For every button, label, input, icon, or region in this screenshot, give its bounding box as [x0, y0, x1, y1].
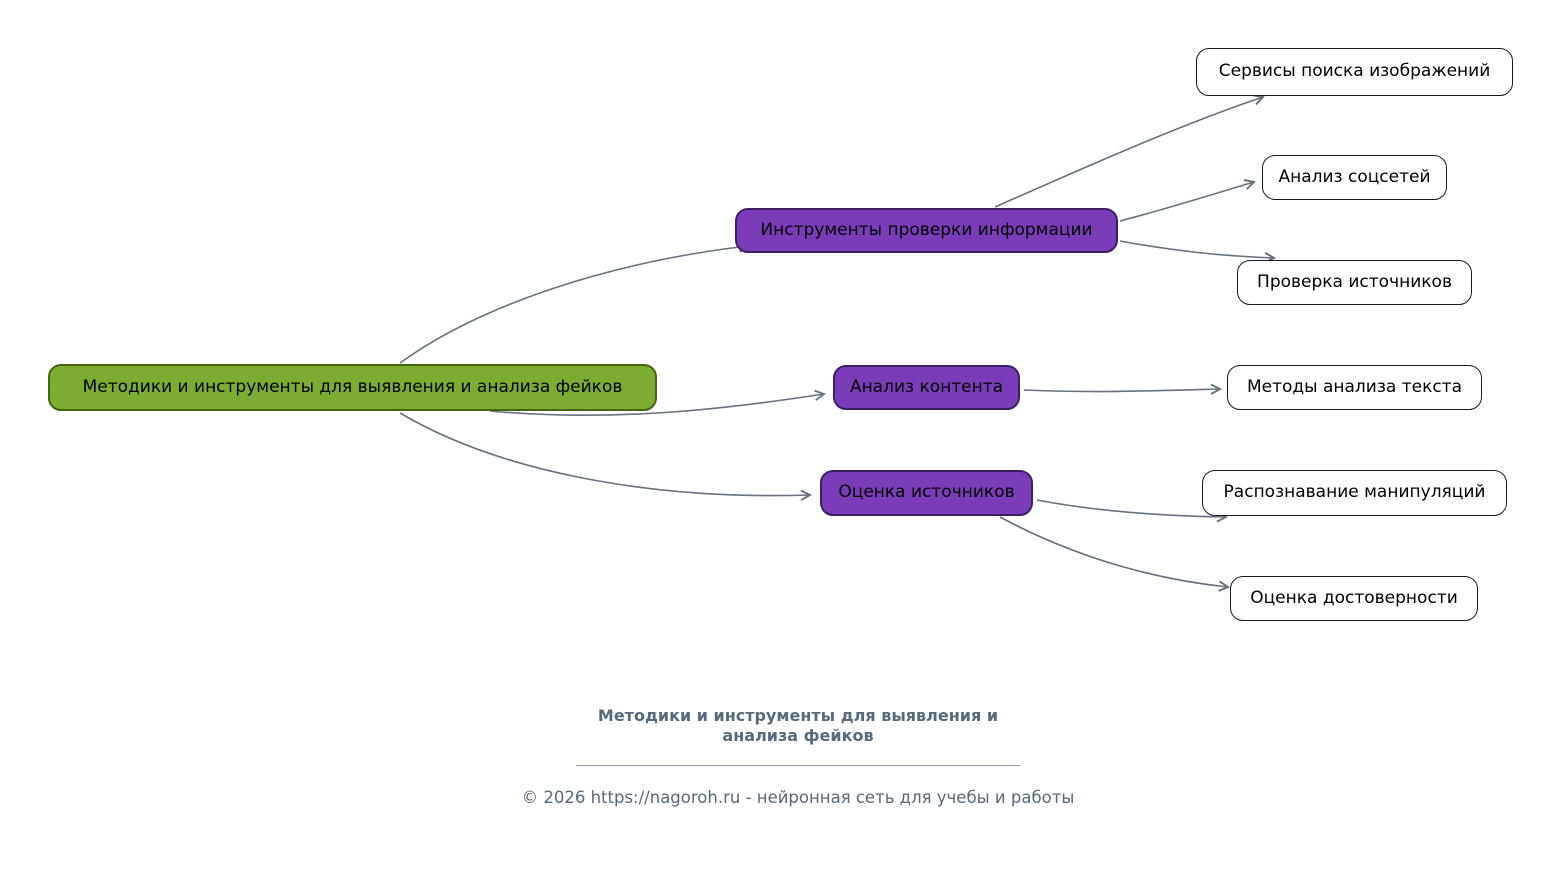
edge-root-to-tools [399, 246, 748, 364]
node-branch-tools: Инструменты проверки информации [735, 208, 1118, 253]
footer: Методики и инструменты для выявления и а… [418, 706, 1178, 807]
footer-divider [576, 765, 1020, 767]
node-leaf-social-analysis: Анализ соцсетей [1262, 155, 1447, 200]
edge-tools-to-image-search [994, 97, 1263, 208]
footer-title-line1: Методики и инструменты для выявления и [597, 706, 999, 725]
edge-tools-to-social [1119, 182, 1254, 222]
edge-tools-to-source-check [1119, 240, 1274, 258]
edge-sources-to-credibility [999, 516, 1228, 587]
edge-sources-to-manipulation [1036, 499, 1226, 517]
node-branch-content-analysis: Анализ контента [833, 365, 1020, 410]
node-leaf-credibility-assessment: Оценка достоверности [1230, 576, 1478, 621]
node-leaf-manipulation-recognition: Распознавание манипуляций [1202, 470, 1507, 516]
node-root: Методики и инструменты для выявления и а… [48, 364, 657, 411]
node-leaf-text-analysis-methods: Методы анализа текста [1227, 365, 1482, 410]
edge-root-to-content [489, 394, 824, 417]
node-leaf-source-check: Проверка источников [1237, 260, 1472, 305]
edge-root-to-sources [399, 412, 810, 496]
footer-title: Методики и инструменты для выявления и а… [418, 706, 1178, 745]
node-leaf-image-search-services: Сервисы поиска изображений [1196, 48, 1513, 96]
edge-content-to-text-analysis [1023, 389, 1220, 392]
footer-title-line2: анализа фейков [722, 725, 874, 745]
node-branch-source-evaluation: Оценка источников [820, 470, 1033, 516]
footer-copyright: © 2026 https://nagoroh.ru - нейронная се… [521, 788, 1075, 808]
